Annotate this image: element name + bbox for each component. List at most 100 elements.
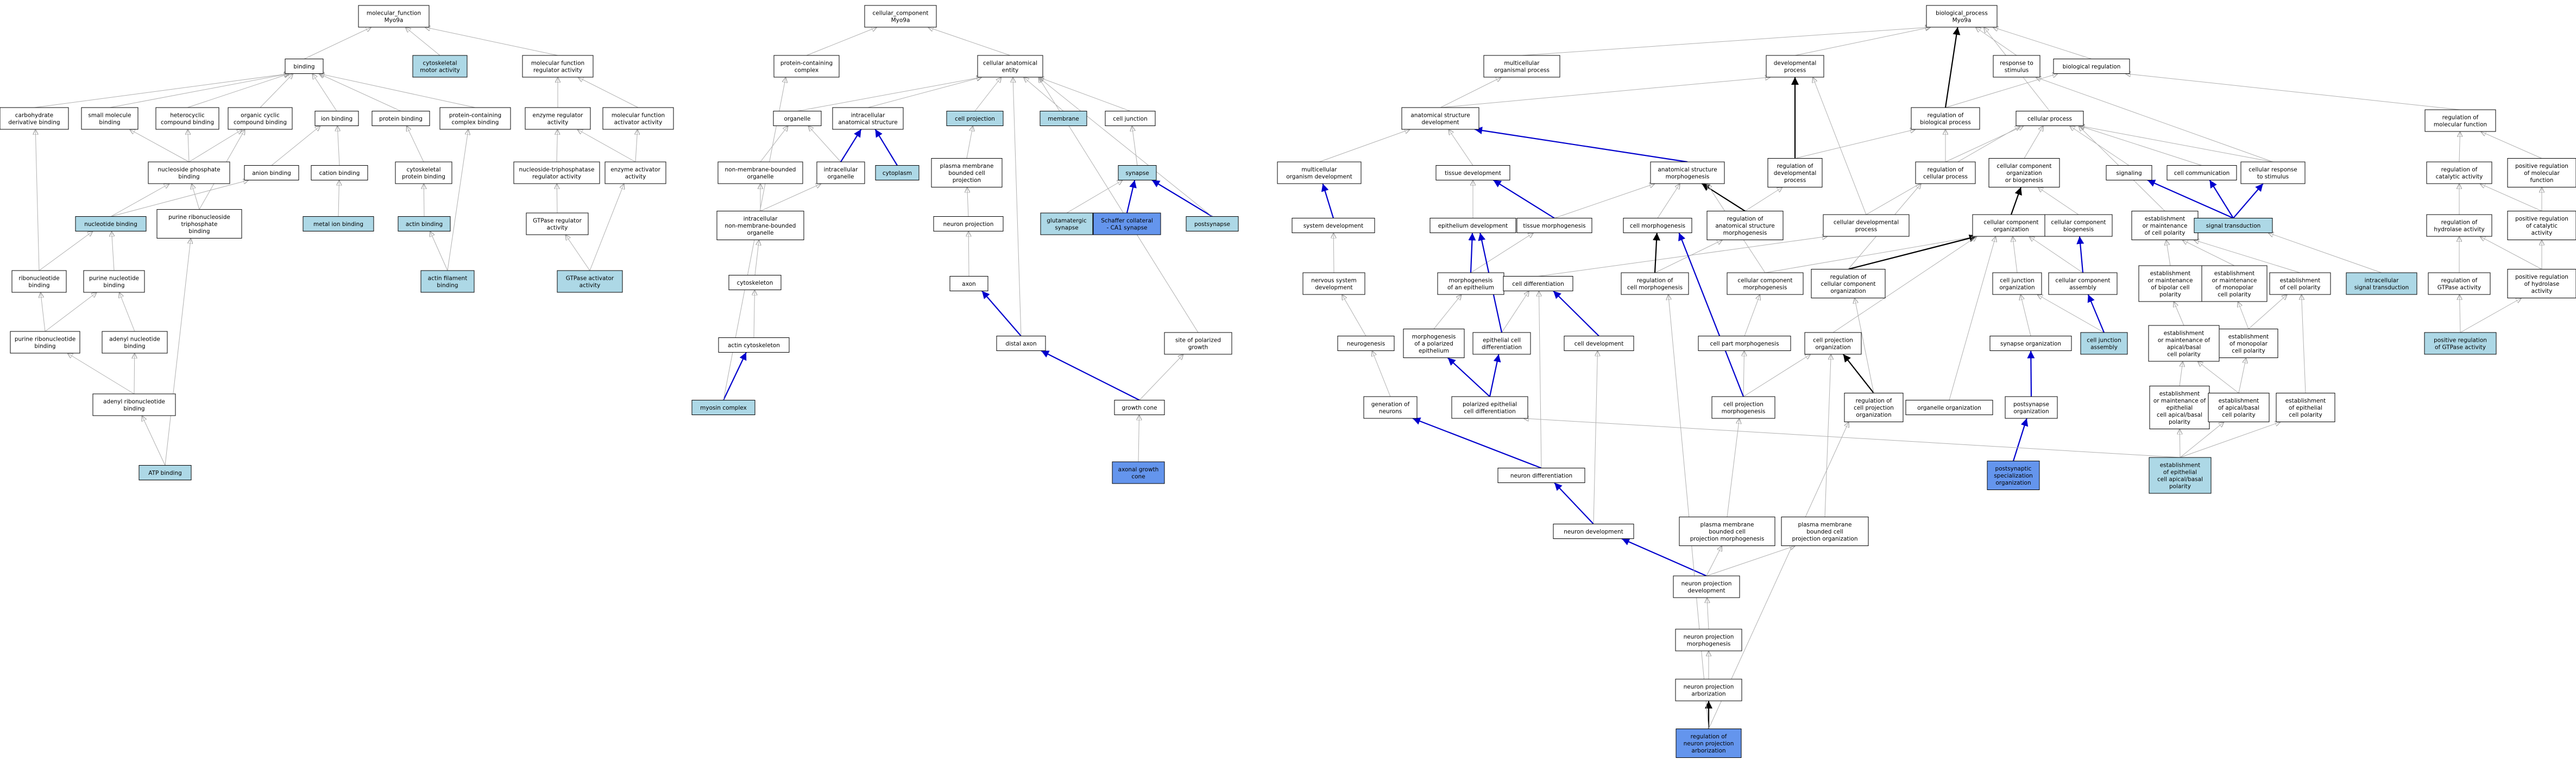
go-term-node-nucleotide_binding[interactable]: nucleotide binding — [75, 216, 147, 231]
go-term-node-actin_cytoskeleton[interactable]: actin cytoskeleton — [718, 337, 790, 353]
go-term-node-myosin_complex[interactable]: myosin complex — [691, 400, 755, 415]
go-term-node-neurogenesis[interactable]: neurogenesis — [1337, 336, 1395, 351]
go-term-node-ion_binding[interactable]: ion binding — [314, 111, 359, 126]
go-term-node-neuron_diff[interactable]: neuron differentiation — [1497, 468, 1585, 483]
go-term-node-cell_projection[interactable]: cell projection — [946, 111, 1004, 126]
go-term-node-cytoplasm[interactable]: cytoplasm — [875, 165, 919, 180]
go-term-node-organelle_org[interactable]: organelle organization — [1905, 400, 1993, 415]
go-term-node-cell_comm[interactable]: cell communication — [2166, 165, 2237, 180]
go-term-node-cell_morph[interactable]: cell morphogenesis — [1623, 218, 1692, 233]
go-term-node-anion_binding[interactable]: anion binding — [244, 165, 299, 180]
go-term-node-intra_nmb_org[interactable]: intracellularnon-membrane-boundedorganel… — [716, 211, 804, 240]
go-term-node-cell_dev[interactable]: cell development — [1564, 336, 1634, 351]
go-term-node-system_dev[interactable]: system development — [1292, 218, 1375, 233]
go-term-node-synapse[interactable]: synapse — [1118, 165, 1157, 180]
go-term-node-signaling[interactable]: signaling — [2106, 165, 2152, 180]
go-term-node-cytoskeleton[interactable]: cytoskeleton — [728, 275, 782, 290]
go-term-node-membrane[interactable]: membrane — [1040, 111, 1087, 126]
go-term-node-distal_axon[interactable]: distal axon — [996, 336, 1046, 351]
go-term-node-binding[interactable]: binding — [285, 59, 324, 74]
go-term-node-actin_binding[interactable]: actin binding — [398, 216, 451, 231]
go-term-node-signal_transduction[interactable]: signal transduction — [2194, 218, 2273, 233]
go-term-node-schaffer[interactable]: Schaffer collateral- CA1 synapse — [1093, 212, 1161, 235]
go-term-node-growth_cone[interactable]: growth cone — [1114, 400, 1165, 415]
go-term-node-atp_binding[interactable]: ATP binding — [138, 465, 192, 480]
go-term-node-cell_part_morph[interactable]: cell part morphogenesis — [1698, 336, 1791, 351]
go-term-node-neuron_dev[interactable]: neuron development — [1553, 524, 1634, 539]
go-term-node-postsynapse[interactable]: postsynapse — [1186, 216, 1239, 231]
